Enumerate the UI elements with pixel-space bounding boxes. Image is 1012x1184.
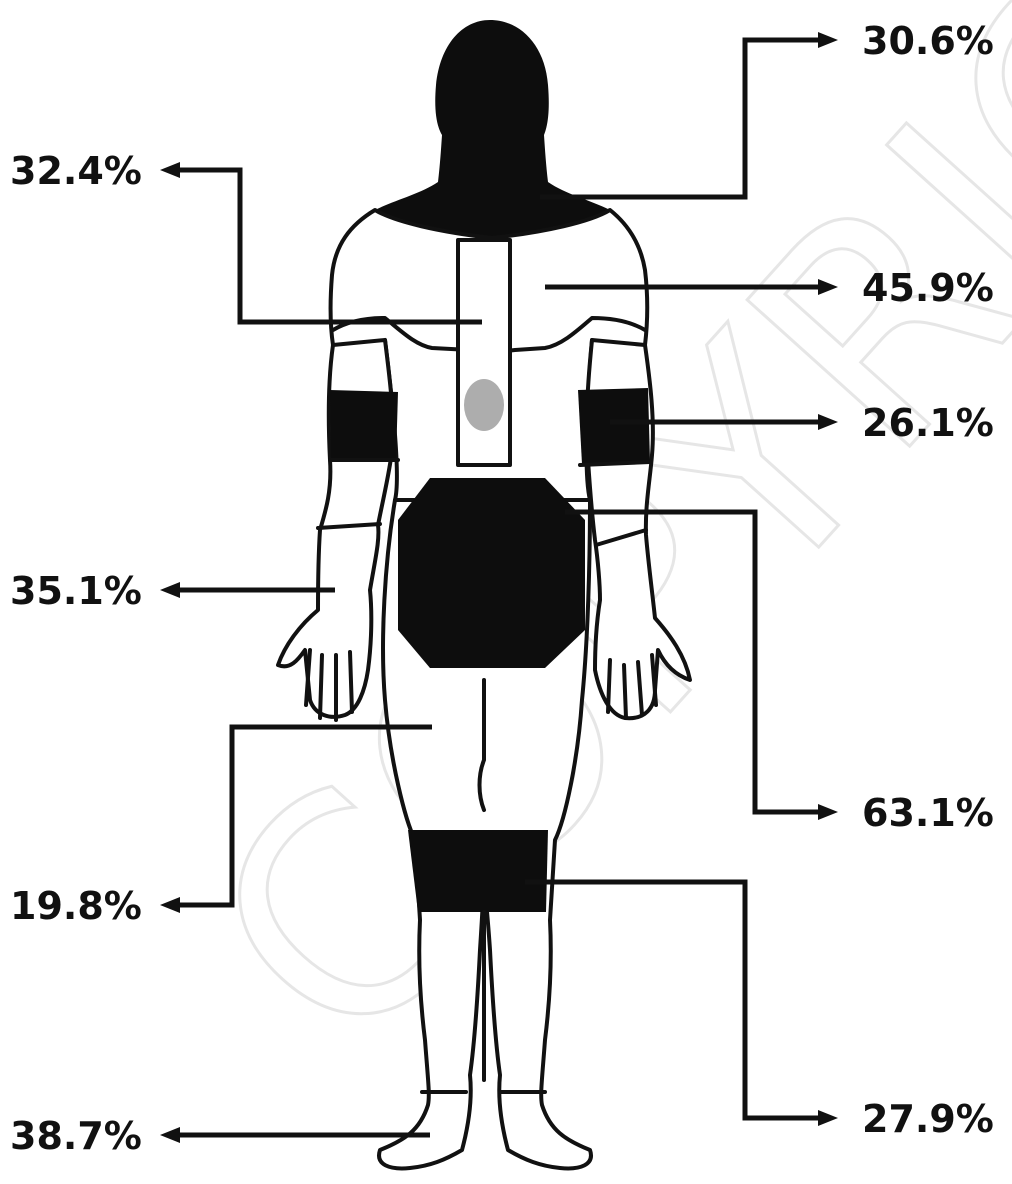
spine-strip — [458, 240, 510, 465]
knee-band — [408, 830, 548, 912]
buttocks-region — [398, 478, 585, 668]
label-head-neck: 30.6% — [862, 19, 994, 63]
label-upper-arm: 26.1% — [862, 401, 994, 445]
spine-shading — [464, 379, 504, 431]
left-upperarm-band — [330, 390, 398, 460]
arrowhead-upper-spine — [160, 162, 180, 178]
label-ankle-foot: 38.7% — [10, 1114, 142, 1158]
label-buttocks: 63.1% — [862, 791, 994, 835]
label-upper-spine: 32.4% — [10, 149, 142, 193]
label-forearm: 35.1% — [10, 569, 142, 613]
right-upperarm-band — [578, 388, 650, 464]
arrowhead-knee — [818, 1110, 838, 1126]
arrowhead-buttocks — [818, 804, 838, 820]
arrowhead-head-neck — [818, 32, 838, 48]
head-neck-region — [375, 20, 610, 238]
label-upper-back: 45.9% — [862, 266, 994, 310]
leader-head-neck — [540, 40, 818, 197]
label-thigh: 19.8% — [10, 884, 142, 928]
label-knee: 27.9% — [862, 1097, 994, 1141]
arrowhead-forearm — [160, 582, 180, 598]
arrowhead-ankle-foot — [160, 1127, 180, 1143]
